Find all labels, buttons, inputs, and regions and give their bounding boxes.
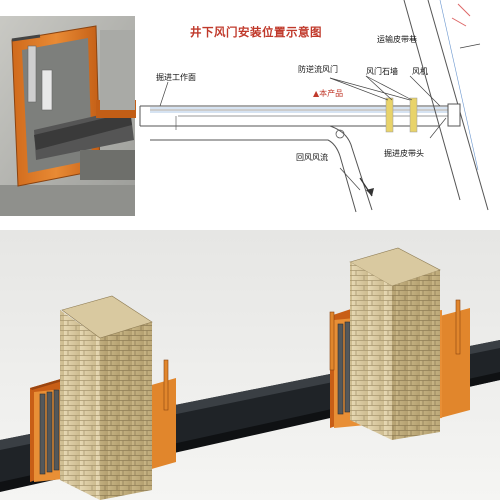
label-return-air: 回风风流	[296, 153, 328, 162]
label-heading-face: 掘进工作面	[156, 73, 196, 82]
label-product: ▲本产品	[313, 89, 344, 98]
right-door-unit	[329, 247, 470, 440]
left-door-unit	[30, 295, 176, 500]
top-band	[0, 0, 500, 16]
label-conveyor-roadway: 运输皮带巷	[377, 35, 417, 44]
label-belt-head: 掘进皮带头	[384, 149, 424, 158]
label-door-wall: 风门石墙	[366, 67, 398, 76]
label-fan: 风机	[412, 67, 428, 76]
label-anti-backflow-door: 防逆流风门	[298, 65, 338, 74]
diagram-title: 井下风门安装位置示意图	[190, 25, 322, 39]
